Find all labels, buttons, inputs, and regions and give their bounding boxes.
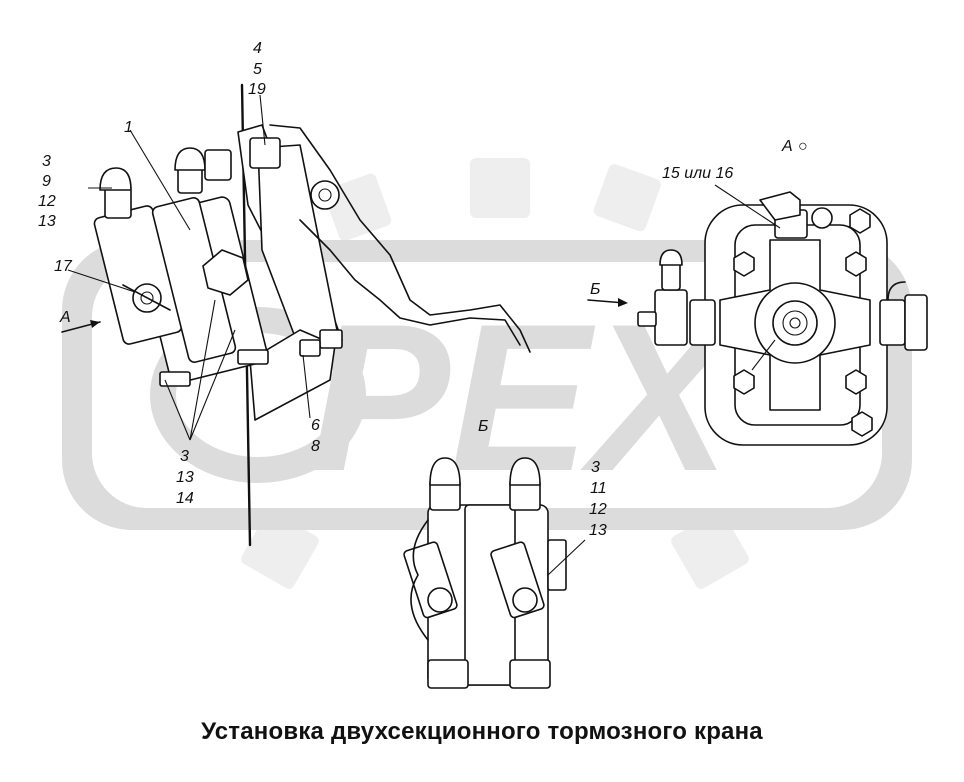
callout-3-13-14-c: 14 <box>176 490 194 507</box>
callout-3-11-12-13-a: 3 <box>591 459 600 476</box>
callout-1: 1 <box>124 119 133 136</box>
callout-labels: 1 3 9 12 13 17 4 5 19 3 13 14 6 8 15 или… <box>38 40 808 539</box>
callout-3-11-12-13-b: 11 <box>590 480 607 497</box>
callout-3-9-12-13-c: 12 <box>38 193 56 210</box>
view-a-label: А <box>781 138 793 155</box>
view-a-symbol: ○ <box>798 138 808 155</box>
callout-6-8-a: 6 <box>311 417 320 434</box>
left-assembly <box>61 83 531 547</box>
view-a-drawing <box>587 184 928 446</box>
figure-caption: Установка двухсекционного тормозного кра… <box>201 718 763 745</box>
callout-3-13-14-a: 3 <box>180 448 189 465</box>
callout-3-13-14-b: 13 <box>176 469 194 486</box>
arrow-b-label: Б <box>590 281 600 298</box>
callout-3-9-12-13-b: 9 <box>42 173 51 190</box>
callout-3-11-12-13-d: 13 <box>589 522 607 539</box>
view-b-label: Б <box>478 418 488 435</box>
view-b-drawing <box>403 457 586 689</box>
callout-3-9-12-13-a: 3 <box>42 153 51 170</box>
callout-4-5-19-c: 19 <box>248 81 266 98</box>
callout-17: 17 <box>54 258 73 275</box>
arrow-a-label: А <box>59 309 71 326</box>
callout-3-9-12-13-d: 13 <box>38 213 56 230</box>
callout-3-11-12-13-c: 12 <box>589 501 607 518</box>
callout-6-8-b: 8 <box>311 438 320 455</box>
callout-15-16: 15 или 16 <box>662 165 733 182</box>
callout-4-5-19-a: 4 <box>253 40 262 57</box>
callout-4-5-19-b: 5 <box>253 61 262 78</box>
